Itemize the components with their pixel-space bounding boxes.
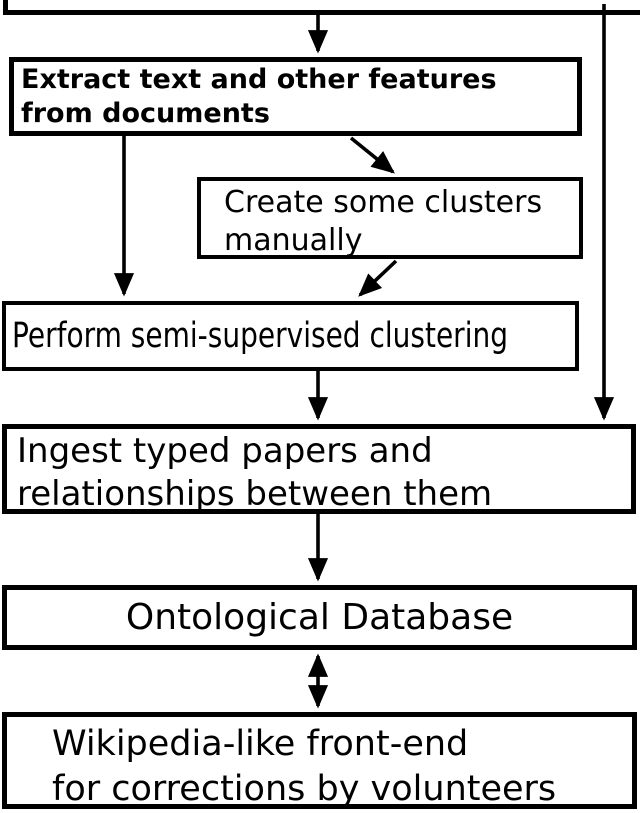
extract-features-label-line1: Extract text and other features bbox=[21, 64, 497, 95]
create-clusters-label-line2: manually bbox=[224, 223, 363, 258]
top-box-cut-off bbox=[3, 0, 640, 15]
wikipedia-frontend-label-line2: for corrections by volunteers bbox=[52, 769, 557, 809]
extract-features-label-line2: from documents bbox=[21, 98, 270, 129]
ingest-papers-label-line2: relationships between them bbox=[17, 474, 493, 514]
create-clusters-label-line1: Create some clusters bbox=[224, 185, 543, 220]
arrow-extract-to-create bbox=[349, 136, 395, 174]
create-clusters-box: Create some clusters manually bbox=[197, 177, 583, 259]
wikipedia-frontend-box: Wikipedia-like front-end for corrections… bbox=[2, 712, 637, 809]
arrow-create-to-clustering bbox=[358, 259, 398, 297]
semi-supervised-clustering-box: Perform semi-supervised clustering bbox=[2, 301, 579, 371]
ingest-papers-label-line1: Ingest typed papers and bbox=[17, 431, 433, 471]
ingest-papers-box: Ingest typed papers and relationships be… bbox=[2, 424, 636, 514]
ontological-database-label: Ontological Database bbox=[125, 597, 514, 638]
extract-features-box: Extract text and other features from doc… bbox=[9, 57, 582, 136]
semi-supervised-clustering-label: Perform semi-supervised clustering bbox=[12, 316, 508, 356]
wikipedia-frontend-label-line1: Wikipedia-like front-end bbox=[52, 724, 469, 764]
ontological-database-box: Ontological Database bbox=[2, 585, 637, 650]
